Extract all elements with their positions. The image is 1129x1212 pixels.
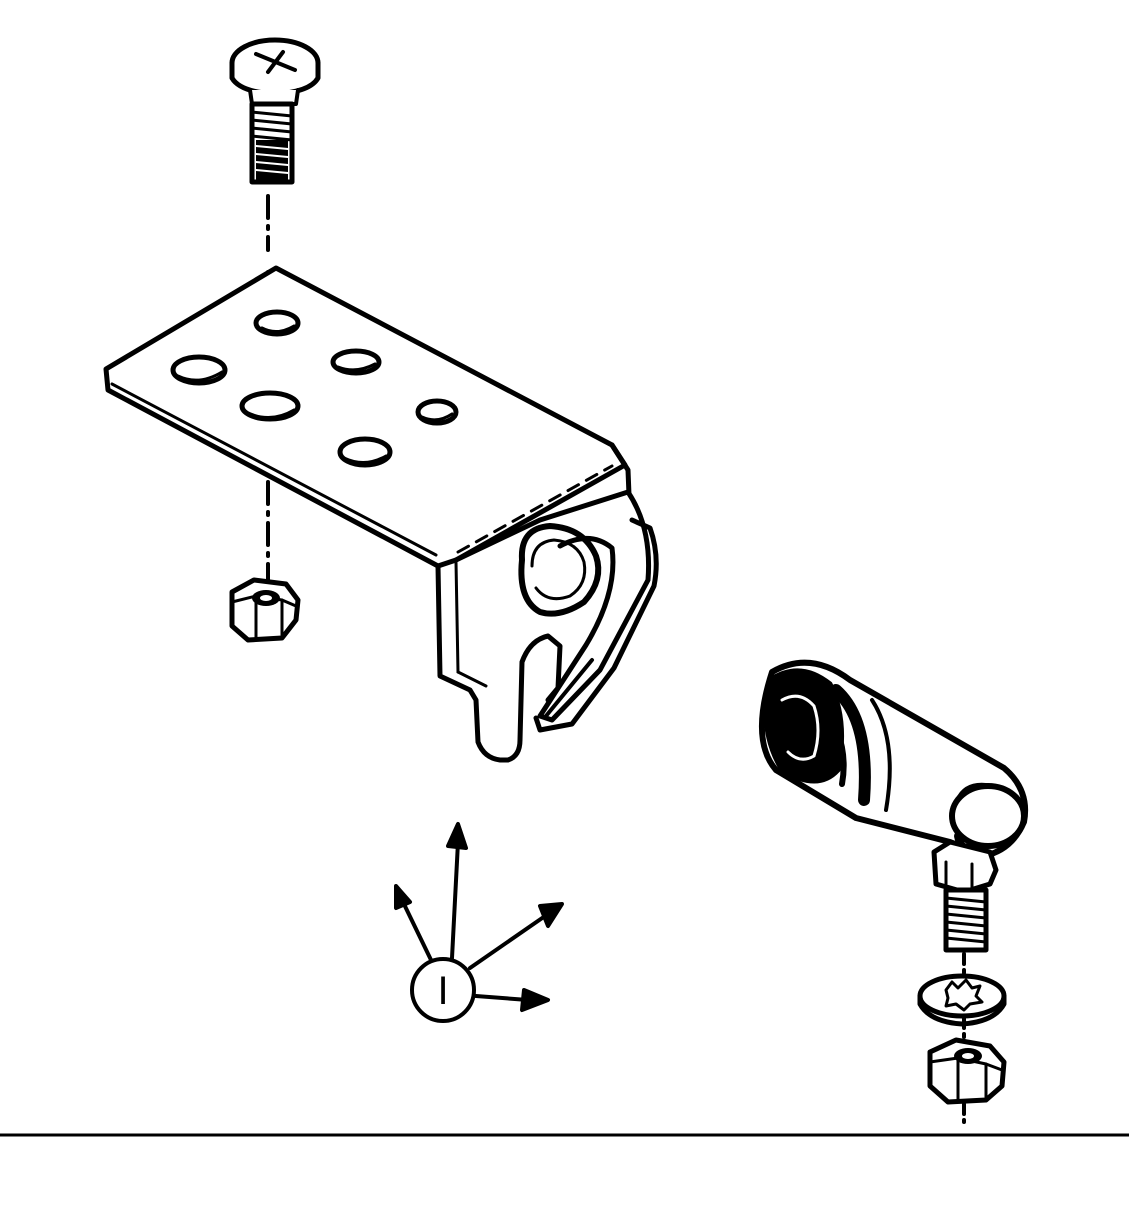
callout-circle [410, 957, 476, 1023]
toothed-lock-washer-icon [917, 973, 1007, 1027]
mounting-bracket-icon [103, 265, 659, 763]
bracket-hex-nut-icon [229, 577, 301, 643]
pan-head-screw-icon [229, 37, 321, 185]
ball-socket-joint-icon [758, 659, 1028, 953]
stud-hex-nut-icon [927, 1037, 1007, 1105]
callout-label: I [437, 969, 448, 1013]
direction-arrows-icon [394, 822, 564, 1012]
